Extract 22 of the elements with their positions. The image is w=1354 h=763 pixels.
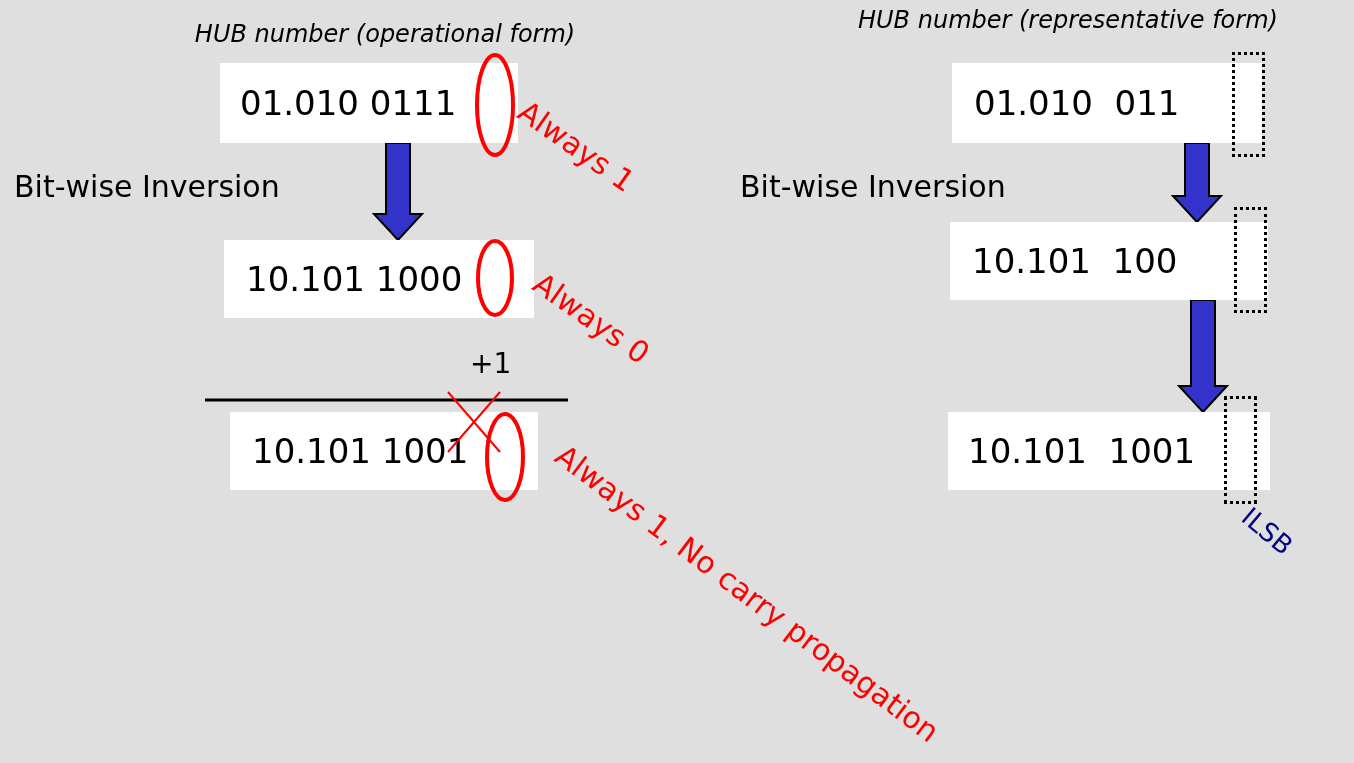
binary-number: 01.010 0111 <box>240 86 457 120</box>
step-label: Bit-wise Inversion <box>740 172 1006 202</box>
number-box <box>952 63 1262 143</box>
number-box <box>948 412 1270 490</box>
block-arrow <box>371 142 425 242</box>
number-box <box>220 63 518 143</box>
block-arrow <box>1170 142 1224 224</box>
dotted-marker <box>1232 52 1265 157</box>
number-box <box>950 222 1268 300</box>
binary-number: 10.101 100 <box>972 244 1178 278</box>
binary-number: 10.101 1001 <box>252 434 469 468</box>
heading: HUB number (representative form) <box>858 8 1278 32</box>
dotted-marker <box>1224 396 1257 504</box>
heading: HUB number (operational form) <box>193 22 577 46</box>
binary-number: 10.101 1001 <box>968 434 1196 468</box>
number-box <box>230 412 538 490</box>
binary-number: 10.101 1000 <box>246 262 463 296</box>
block-arrow <box>1176 299 1230 414</box>
dotted-marker <box>1234 207 1267 313</box>
plus-one-label: +1 <box>470 350 512 378</box>
binary-number: 01.010 011 <box>974 86 1180 120</box>
step-label: Bit-wise Inversion <box>14 172 280 202</box>
